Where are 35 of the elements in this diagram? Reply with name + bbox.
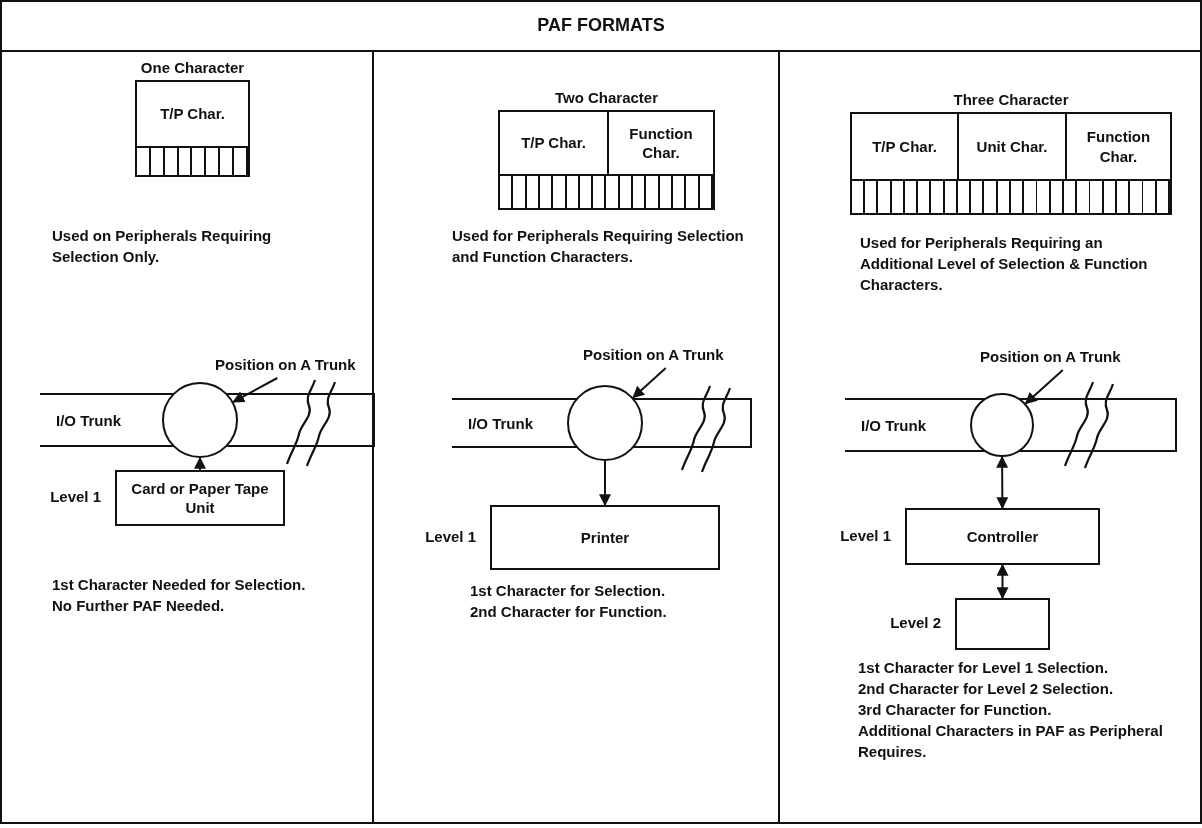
callout-text: Position on A Trunk [215, 356, 380, 378]
title: PAF FORMATS [536, 15, 666, 36]
position-circle [970, 393, 1034, 457]
description-text: Used for Peripherals Requiring an Additional Level of Selection & Function Characters. [860, 233, 1149, 295]
format-heading: One Character [140, 58, 245, 78]
field-cell: Unit Char. [959, 114, 1067, 181]
arrow [996, 563, 1009, 600]
field-cell: T/P Char. [137, 82, 248, 148]
leader-line [632, 367, 667, 399]
field-cell: Function Char. [609, 112, 713, 176]
callout-text: Position on A Trunk [583, 346, 773, 368]
arrow [996, 455, 1009, 510]
format-heading: Three Character [953, 90, 1069, 110]
field-cell: T/P Char. [852, 114, 959, 181]
description-text: Used for Peripherals Requiring Selection and Function Characters. [452, 226, 745, 267]
description-text: Used on Peripherals Requiring Selection Only. [52, 226, 273, 267]
field-cell: Function Char. [1067, 114, 1170, 181]
callout-text: Position on A Trunk [980, 348, 1170, 370]
format-heading: Two Character [554, 88, 659, 108]
unit-box: Card or Paper Tape Unit [115, 470, 285, 526]
arrow [194, 456, 206, 471]
note-text: 1st Character for Level 1 Selection. 2nd Character for Level 2 Selection. 3rd Character for Function. Additional Characters in PAF as Peripheral Requires. [858, 658, 1164, 762]
level-label: Level 1 [50, 488, 101, 505]
field-cell: T/P Char. [500, 112, 609, 176]
unit-box [955, 598, 1050, 650]
level-label: Level 2 [890, 614, 941, 631]
level-label: Level 1 [840, 526, 891, 544]
unit-box: Printer [490, 505, 720, 570]
unit-box: Controller [905, 508, 1100, 565]
leader-line [1024, 369, 1064, 405]
note-text: 1st Character Needed for Selection. No Further PAF Needed. [52, 575, 307, 616]
level-label: Level 1 [425, 527, 476, 545]
arrow [599, 460, 611, 507]
note-text: 1st Character for Selection. 2nd Character for Function. [470, 581, 668, 622]
leader-line [232, 377, 279, 403]
